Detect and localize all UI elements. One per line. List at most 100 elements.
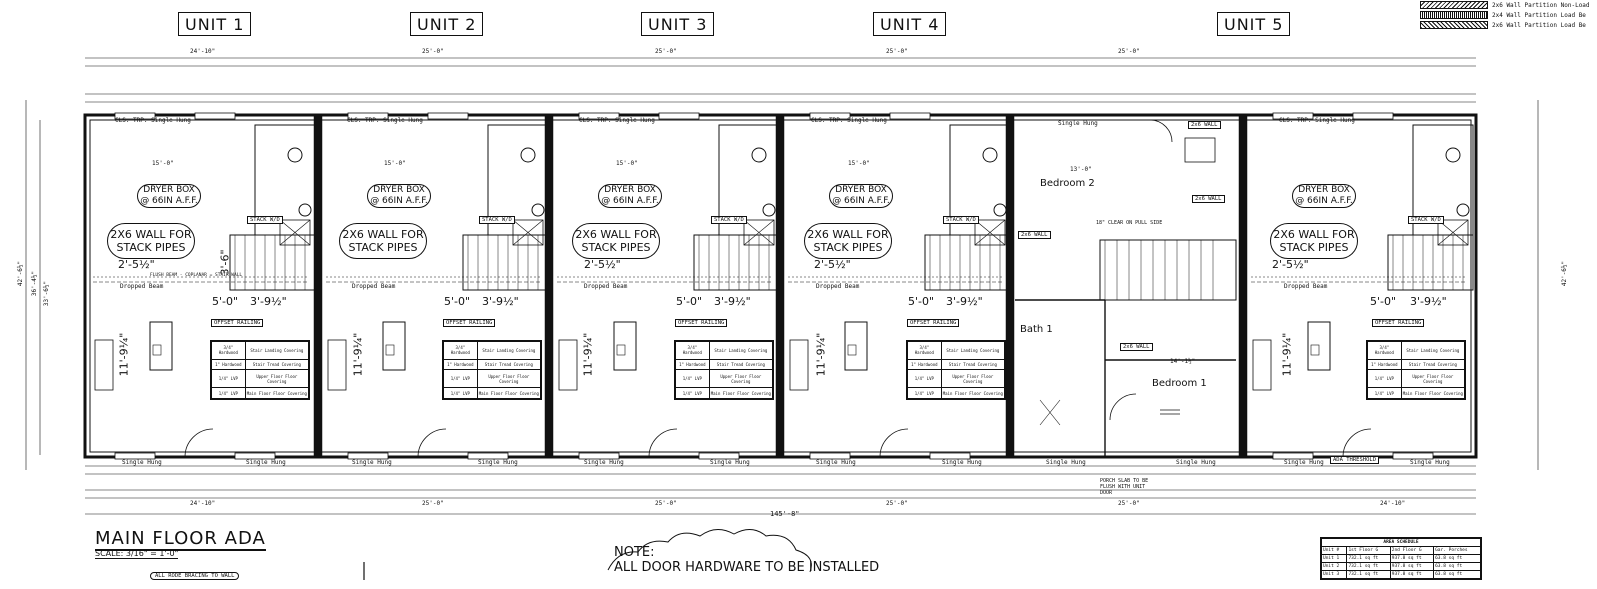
wd-box xyxy=(974,219,1006,246)
dim-label: 5'-0" xyxy=(444,295,471,308)
window xyxy=(809,452,851,460)
toilet xyxy=(1445,147,1461,163)
wd-x xyxy=(512,219,544,246)
bath-room xyxy=(949,124,1011,236)
right-total-dim: 42'-6½" xyxy=(1561,260,1569,287)
unit-4-width-dim: 25'-0" xyxy=(886,48,908,55)
dim-label: 2'-5½" xyxy=(118,258,155,271)
bedroom-1-label: Bedroom 1 xyxy=(1152,378,1207,389)
window xyxy=(194,112,236,120)
window xyxy=(467,452,509,460)
wall-2x6-label: 2x6 WALL xyxy=(1120,343,1153,351)
window-label: Single Hung xyxy=(122,459,162,466)
offset-railing-label: OFFSET RAILING xyxy=(1372,319,1425,327)
window xyxy=(698,452,740,460)
wd-x xyxy=(279,219,311,246)
note-text: ALL DOOR HARDWARE TO BE INSTALLED xyxy=(614,560,880,575)
offset-railing-label: OFFSET RAILING xyxy=(675,319,728,327)
dim-label: 11'-9¼" xyxy=(814,332,828,377)
dryer-box-note: DRYER BOX@ 66IN A.F.F. xyxy=(367,184,431,208)
dim-label: 15'-0" xyxy=(848,160,870,167)
hatch-swatch xyxy=(1420,1,1488,9)
beam-label: Dropped Beam xyxy=(1284,283,1328,290)
sink xyxy=(298,203,312,217)
toilet xyxy=(982,147,998,163)
wall-legend: 2x6 Wall Partition Non-Load 2x4 Wall Par… xyxy=(1420,0,1597,30)
dryer-box-note: DRYER BOX@ 66IN A.F.F. xyxy=(829,184,893,208)
door-swing xyxy=(879,428,909,458)
counter xyxy=(789,339,809,391)
window-label: CLS. TRP. Single Hung xyxy=(115,117,191,124)
dryer-box-note: DRYER BOX@ 66IN A.F.F. xyxy=(137,184,201,208)
sink xyxy=(762,203,776,217)
dim-label: 11'-9¼" xyxy=(351,332,365,377)
unit-2-title: UNIT 2 xyxy=(410,12,484,36)
window xyxy=(114,452,156,460)
dim-label: 5'-0" xyxy=(676,295,703,308)
kitchen-island xyxy=(844,321,868,371)
legend-label: 2x6 Wall Partition Load Be xyxy=(1492,21,1586,29)
dim-label: 3'-9½" xyxy=(946,295,983,308)
window-label: Single Hung xyxy=(1176,459,1216,466)
window xyxy=(347,452,389,460)
door-swing xyxy=(184,428,214,458)
dim-label: 15'-0" xyxy=(616,160,638,167)
drawing-title: MAIN FLOOR ADA xyxy=(95,528,266,551)
bath-room xyxy=(1412,124,1474,236)
window xyxy=(578,112,620,120)
legend-item: 2x6 Wall Partition Non-Load xyxy=(1420,0,1597,10)
counter xyxy=(327,339,347,391)
window xyxy=(1352,112,1394,120)
sink xyxy=(1456,203,1470,217)
bath-room xyxy=(718,124,780,236)
window xyxy=(114,112,156,120)
bath-x xyxy=(1039,399,1061,426)
sink-basin xyxy=(847,344,857,356)
window-label: Single Hung xyxy=(352,459,392,466)
kitchen-island xyxy=(1307,321,1331,371)
window-label: Single Hung xyxy=(1058,120,1098,127)
dim-label: 14'-1½" xyxy=(1170,358,1196,365)
window xyxy=(578,452,620,460)
sink-basin xyxy=(385,344,395,356)
window xyxy=(1272,452,1314,460)
unit-3-width-dim: 25'-0" xyxy=(655,48,677,55)
door-swing xyxy=(1149,119,1173,143)
stack-wd-label: STACK W/D xyxy=(1408,216,1444,224)
beam-label: Dropped Beam xyxy=(584,283,628,290)
dim-label: 2'-5½" xyxy=(1272,258,1309,271)
dim-label: 5'-0" xyxy=(212,295,239,308)
unit-2-width-dim: 25'-0" xyxy=(422,48,444,55)
party-wall xyxy=(1238,114,1248,458)
bottom-unit-5-dim: 25'-0" xyxy=(1118,500,1140,507)
offset-railing-label: OFFSET RAILING xyxy=(443,319,496,327)
offset-railing-label: OFFSET RAILING xyxy=(907,319,960,327)
window-label: CLS. TRP. Single Hung xyxy=(347,117,423,124)
dim-label: 15'-0" xyxy=(384,160,406,167)
window-label: Single Hung xyxy=(1284,459,1324,466)
door-swing xyxy=(417,428,447,458)
stair xyxy=(693,234,780,291)
tub xyxy=(1184,137,1216,163)
kitchen-island xyxy=(382,321,406,371)
door-swing xyxy=(1109,393,1137,421)
